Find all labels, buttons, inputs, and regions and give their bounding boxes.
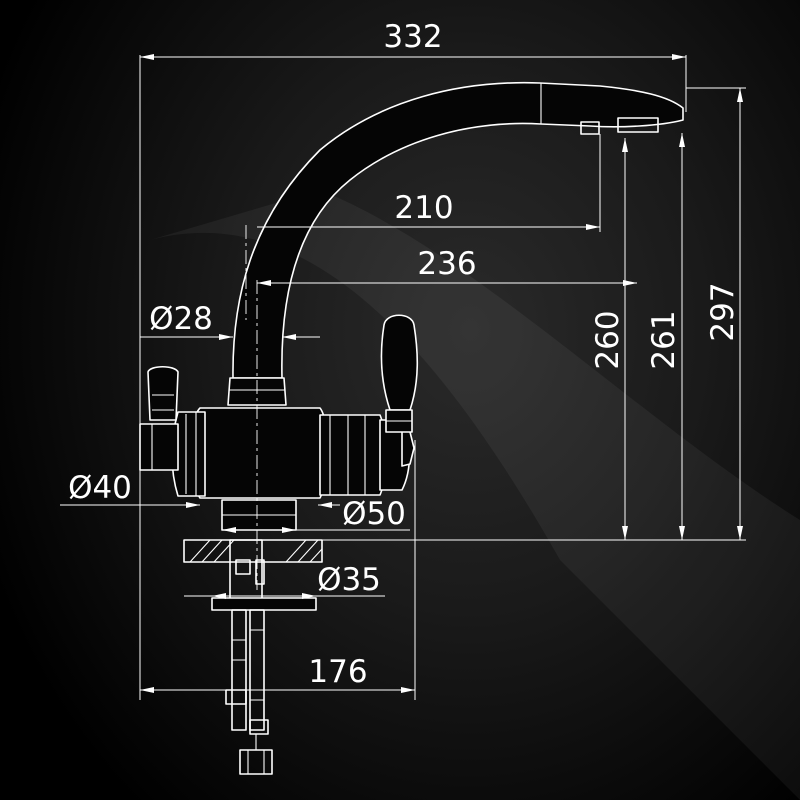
dim-297-label: 297 [705, 282, 741, 341]
spout [232, 81, 684, 379]
dimension-lines [60, 54, 746, 700]
faucet-outline [139, 81, 684, 775]
dim-332-label: 332 [383, 19, 442, 55]
right-handle [380, 314, 419, 411]
dim-261-label: 261 [646, 310, 682, 369]
dim-210-label: 210 [394, 190, 453, 226]
aerator-left [580, 121, 600, 135]
mounting-nut [211, 597, 317, 611]
dim-236-label: 236 [417, 246, 476, 282]
valve-body [190, 407, 329, 499]
dimension-labels: 332 210 236 260 261 297 Ø28 Ø40 Ø50 Ø35 … [68, 19, 741, 690]
aerator-right [617, 117, 659, 133]
dim-d50-label: Ø50 [342, 496, 406, 532]
center-lines [245, 225, 258, 590]
countertop-section [183, 539, 323, 563]
dim-260-label: 260 [590, 310, 626, 369]
dim-176-label: 176 [308, 654, 367, 690]
left-handle [139, 423, 179, 471]
dim-d28-label: Ø28 [149, 301, 213, 337]
dim-d35-label: Ø35 [317, 562, 381, 598]
background-sheen [150, 190, 800, 800]
supply-hoses [225, 609, 273, 775]
dim-d40-label: Ø40 [68, 470, 132, 506]
